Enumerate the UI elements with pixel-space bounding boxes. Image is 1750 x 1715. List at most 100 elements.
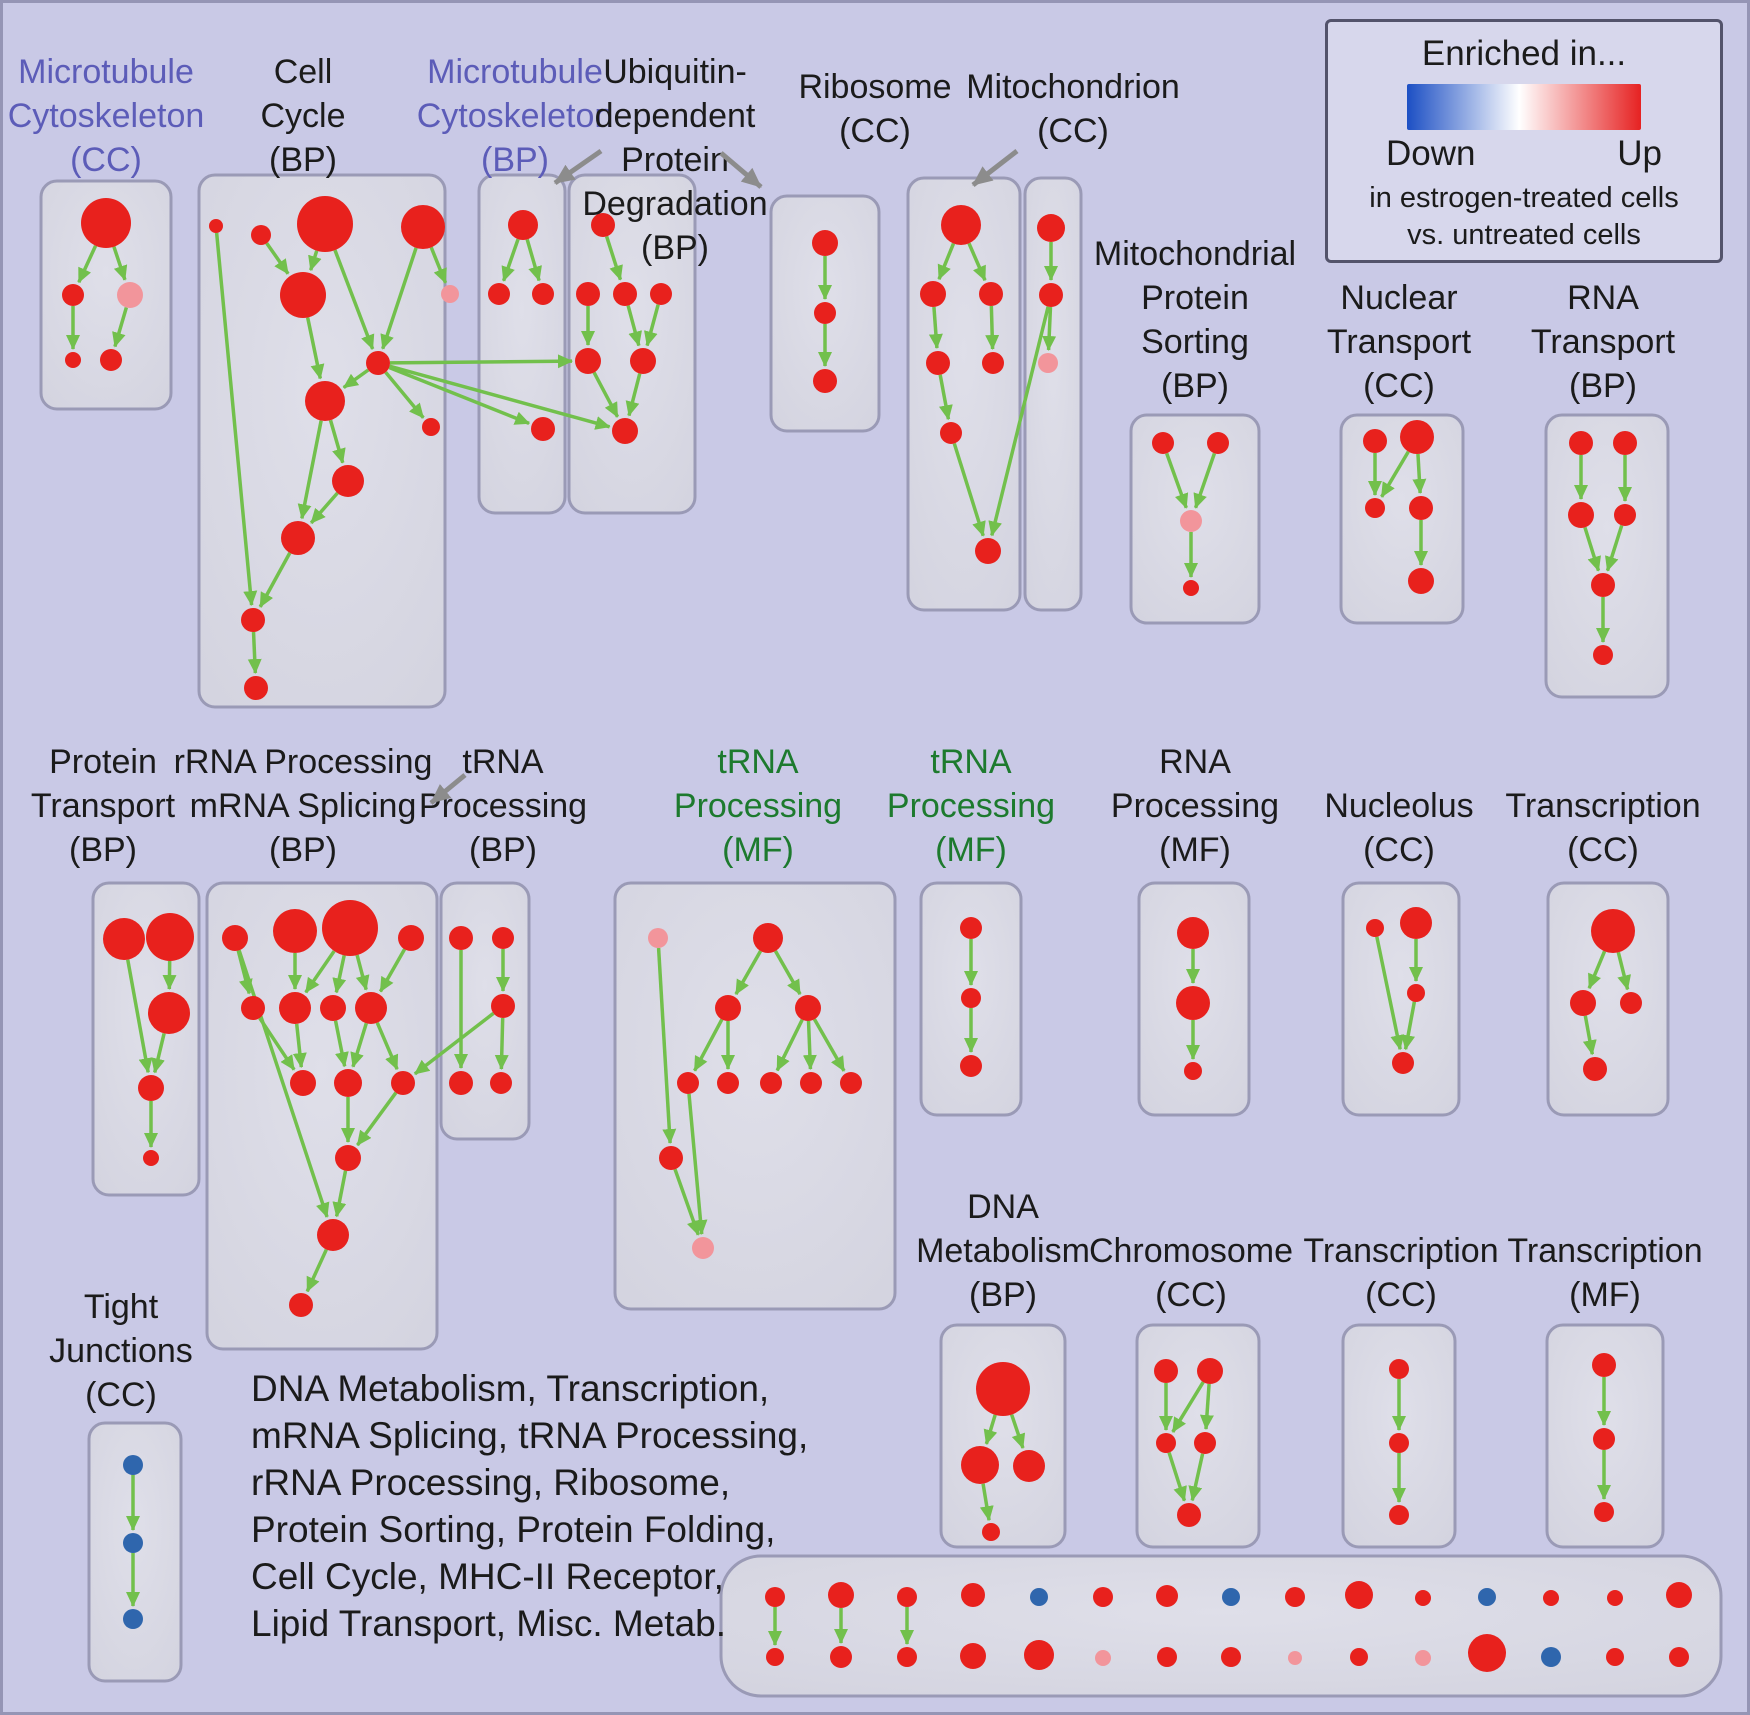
graph-node [1468,1634,1506,1672]
graph-edge [1412,453,1427,495]
graph-edge [333,249,375,350]
graph-node [490,1072,512,1094]
graph-node [897,1647,917,1667]
graph-edge [297,420,323,520]
graph-node [491,994,515,1018]
graph-node [335,1145,361,1171]
label-pointer-arrow [971,149,1019,187]
graph-node [366,351,390,375]
graph-node [1157,1647,1177,1667]
graph-node [650,283,672,305]
cluster-box-transcription-cc-1 [1546,881,1670,1117]
graph-node [441,285,459,303]
graph-edge [1583,526,1601,572]
graph-edge [1042,306,1057,352]
graph-node [1288,1651,1302,1665]
graph-node [1176,986,1210,1020]
misc-clusters-note: DNA Metabolism, Transcription,mRNA Splic… [251,1368,808,1644]
legend-down-label: Down [1386,134,1476,173]
graph-node [222,925,248,951]
graph-node [123,1455,143,1475]
graph-edge [305,1248,328,1293]
graph-edge [952,442,986,537]
graph-node [1591,909,1635,953]
graph-node [280,272,326,318]
graph-node [241,996,265,1020]
graph-node [941,205,981,245]
graph-node [1350,1648,1368,1666]
graph-node [1614,504,1636,526]
graph-node [975,538,1001,564]
graph-edge [626,305,642,347]
graph-node [800,1072,822,1094]
cluster-label-transcription-cc-1: Transcription(CC) [1505,787,1700,869]
graph-node [828,1582,854,1608]
graph-node [1568,502,1594,528]
graph-node [1593,645,1613,665]
cluster-label-chromosome-cc: Chromosome(CC) [1089,1232,1293,1314]
graph-node [1221,1647,1241,1667]
graph-node [940,422,962,444]
cluster-box-trna-bp [439,881,531,1141]
graph-node [1569,431,1593,455]
graph-node [1415,1590,1431,1606]
graph-node [1415,1650,1431,1666]
graph-edge [304,950,336,994]
graph-node [1543,1590,1559,1606]
graph-node [630,348,656,374]
graph-edge [355,954,370,991]
graph-node [1407,984,1425,1002]
graph-node [241,608,265,632]
graph-node [897,1587,917,1607]
graph-edge [693,1018,724,1072]
graph-edge [332,1170,348,1218]
graph-edge [77,244,98,284]
graph-node [766,1648,784,1666]
graph-node [1594,1502,1614,1522]
graph-edge [151,1033,166,1074]
graph-node [813,369,837,393]
graph-node [273,909,317,953]
graph-edge [1605,524,1624,572]
graph-node [1400,907,1432,939]
graph-node [1037,214,1065,242]
graph-node [1606,1648,1624,1666]
graph-node [812,230,838,256]
graph-node [391,1071,415,1095]
enrichment-gradient-bar [1407,84,1641,130]
graph-node [1024,1640,1054,1670]
graph-node [297,196,353,252]
graph-node [961,988,981,1008]
label-pointer-arrow [719,151,763,189]
cluster-box-protein-transport [91,881,201,1197]
graph-edge [985,305,1000,351]
label-pointer-arrow [429,773,467,805]
graph-edge [292,1023,307,1069]
graph-edge [380,247,418,350]
graph-node [281,521,315,555]
graph-node [81,198,131,248]
graph-node [290,1070,316,1096]
graph-node [1392,1052,1414,1074]
graph-node [422,418,440,436]
graph-node [961,1446,999,1484]
graph-edge [413,1011,495,1076]
graph-edge [501,238,520,282]
graph-edge [1616,951,1632,991]
cluster-box-nucleolus [1341,881,1461,1117]
graph-node [1669,1647,1689,1667]
graph-edge [494,1017,509,1071]
graph-edge [773,950,802,995]
graph-edge [988,306,1050,537]
label-pointer-arrow [553,148,603,186]
graph-node [401,205,445,249]
graph-node [677,1072,699,1094]
graph-node [244,676,268,700]
graph-edge [258,552,292,608]
graph-node [979,282,1003,306]
